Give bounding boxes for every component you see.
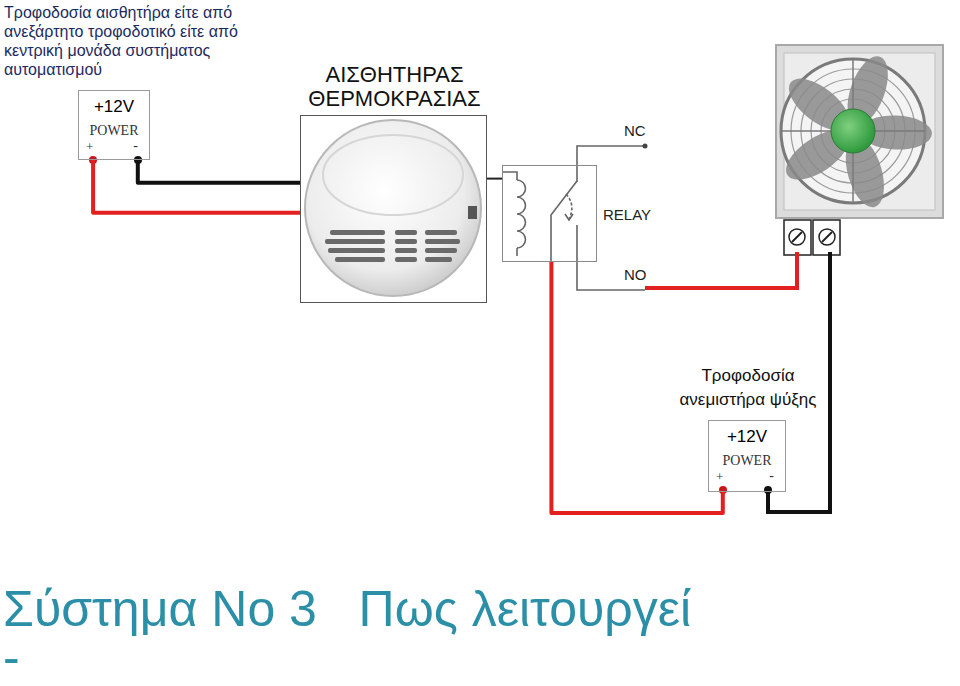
voltage-label: +12V [79, 97, 149, 117]
fan-picture [776, 45, 943, 218]
page-title: Σύστημα Νο 3 Πως λειτουργεί [3, 580, 691, 638]
wire [551, 262, 722, 513]
wire [93, 160, 300, 213]
wire-connector [93, 160, 300, 213]
terminal-block [784, 220, 840, 255]
note-heading: Τροφοδοσία αισθητήρα είτε από ανεξάρτητο… [4, 3, 266, 79]
wire [138, 160, 300, 183]
wire-connector [551, 262, 722, 513]
sensor-picture [305, 120, 481, 296]
relay-box: RELAY [502, 165, 597, 262]
power-label: POWER [709, 453, 785, 469]
relay-label: RELAY [603, 206, 651, 223]
supply-heading: Τροφοδοσία ανεμιστήρα ψύξης [661, 364, 835, 412]
wire-connector [487, 178, 502, 179]
power-supply-box: Τροφοδοσία αισθητήρα είτε από ανεξάρτητο… [78, 90, 150, 160]
sensor-heading: ΑΙΣΘΗΤΗΡΑΣ ΘΕΡΜΟΚΡΑΣΙΑΣ [276, 63, 513, 111]
contact-label: NO [624, 266, 647, 283]
pin-label: + [86, 139, 93, 155]
power-supply-box: Τροφοδοσία ανεμιστήρα ψύξης+12VPOWER+- [708, 420, 786, 492]
wire [645, 252, 797, 288]
wire [487, 178, 502, 180]
pin-label: - [769, 468, 774, 484]
dash-mark: - [3, 632, 20, 682]
power-label: POWER [79, 123, 149, 139]
wire-connector [138, 160, 300, 183]
contact-label: NC [624, 122, 646, 139]
pin-label: + [716, 469, 723, 485]
voltage-label: +12V [709, 427, 785, 447]
pin-label: - [133, 138, 138, 154]
sensor-box: ΑΙΣΘΗΤΗΡΑΣ ΘΕΡΜΟΚΡΑΣΙΑΣ [300, 115, 487, 303]
